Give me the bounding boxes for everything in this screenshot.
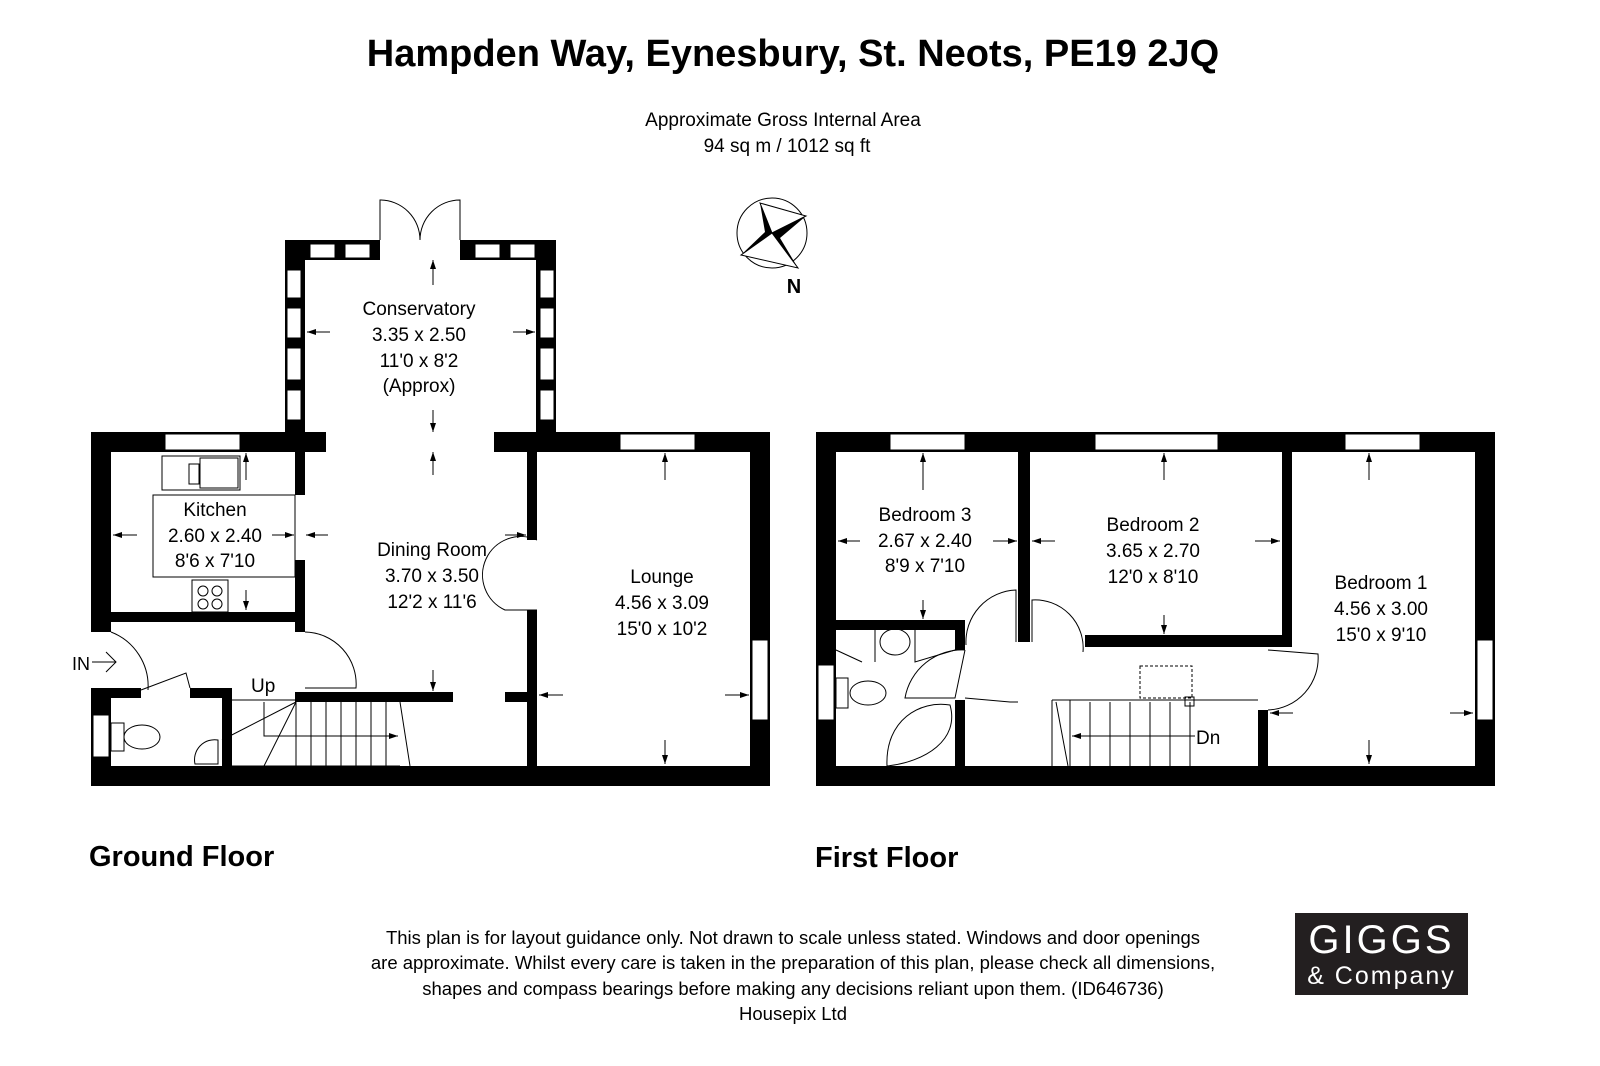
ground-floor-walls <box>91 199 770 786</box>
first-floor-walls <box>816 432 1495 786</box>
entrance-label: IN <box>72 654 90 674</box>
svg-text:2.67 x 2.40: 2.67 x 2.40 <box>878 531 972 552</box>
svg-text:8'9 x 7'10: 8'9 x 7'10 <box>885 556 965 577</box>
room-conservatory: Conservatory 3.35 x 2.50 11'0 x 8'2 (App… <box>363 299 476 397</box>
company-logo: GIGGS & Company <box>1295 913 1468 995</box>
svg-text:Bedroom 2: Bedroom 2 <box>1107 515 1200 536</box>
logo-line2: & Company <box>1307 962 1456 990</box>
stairs-up-label: Up <box>251 676 275 697</box>
svg-text:Dining Room: Dining Room <box>377 540 487 561</box>
room-lounge: Lounge 4.56 x 3.09 15'0 x 10'2 <box>615 567 709 640</box>
compass-north-label: N <box>787 276 801 298</box>
room-bedroom-3: Bedroom 3 2.67 x 2.40 8'9 x 7'10 <box>878 505 972 577</box>
stairs-down-label: Dn <box>1196 728 1220 749</box>
svg-text:12'2 x 11'6: 12'2 x 11'6 <box>387 592 476 613</box>
compass-icon <box>736 197 808 269</box>
svg-text:4.56 x 3.09: 4.56 x 3.09 <box>615 593 709 614</box>
svg-text:15'0 x 9'10: 15'0 x 9'10 <box>1336 625 1427 646</box>
svg-text:4.56 x 3.00: 4.56 x 3.00 <box>1334 599 1428 620</box>
logo-line1: GIGGS <box>1308 918 1455 962</box>
disclaimer: This plan is for layout guidance only. N… <box>371 927 1215 1024</box>
svg-text:Conservatory: Conservatory <box>363 299 476 320</box>
area-label: Approximate Gross Internal Area <box>645 110 921 131</box>
svg-text:3.70 x 3.50: 3.70 x 3.50 <box>385 566 479 587</box>
svg-text:Bedroom 3: Bedroom 3 <box>879 505 972 526</box>
first-floor-label: First Floor <box>815 842 958 874</box>
ground-floor-label: Ground Floor <box>89 841 274 873</box>
room-bedroom-2: Bedroom 2 3.65 x 2.70 12'0 x 8'10 <box>1106 515 1200 588</box>
first-floor-labels: Bedroom 3 2.67 x 2.40 8'9 x 7'10 Bedroom… <box>815 505 1428 874</box>
ground-floor-labels: Conservatory 3.35 x 2.50 11'0 x 8'2 (App… <box>72 299 709 873</box>
svg-text:Housepix Ltd: Housepix Ltd <box>739 1003 847 1024</box>
room-kitchen: Kitchen 2.60 x 2.40 8'6 x 7'10 <box>168 500 262 572</box>
svg-text:are approximate. Whilst every: are approximate. Whilst every care is ta… <box>371 952 1215 973</box>
svg-text:Lounge: Lounge <box>630 567 693 588</box>
room-bedroom-1: Bedroom 1 4.56 x 3.00 15'0 x 9'10 <box>1334 573 1428 646</box>
svg-text:8'6 x 7'10: 8'6 x 7'10 <box>175 551 255 572</box>
svg-text:This plan is for layout guidan: This plan is for layout guidance only. N… <box>386 927 1200 948</box>
page-title: Hampden Way, Eynesbury, St. Neots, PE19 … <box>367 33 1219 75</box>
svg-text:15'0 x 10'2: 15'0 x 10'2 <box>617 619 708 640</box>
svg-text:2.60 x 2.40: 2.60 x 2.40 <box>168 526 262 547</box>
svg-text:Kitchen: Kitchen <box>183 500 246 521</box>
area-value: 94 sq m / 1012 sq ft <box>704 136 872 157</box>
svg-text:(Approx): (Approx) <box>383 376 456 397</box>
room-dining-room: Dining Room 3.70 x 3.50 12'2 x 11'6 <box>377 540 487 613</box>
svg-text:11'0 x 8'2: 11'0 x 8'2 <box>380 351 459 372</box>
svg-text:Bedroom 1: Bedroom 1 <box>1335 573 1428 594</box>
svg-text:12'0 x 8'10: 12'0 x 8'10 <box>1108 567 1199 588</box>
svg-text:shapes and compass bearings be: shapes and compass bearings before makin… <box>422 978 1163 999</box>
svg-text:3.65 x 2.70: 3.65 x 2.70 <box>1106 541 1200 562</box>
svg-text:3.35 x 2.50: 3.35 x 2.50 <box>372 325 466 346</box>
